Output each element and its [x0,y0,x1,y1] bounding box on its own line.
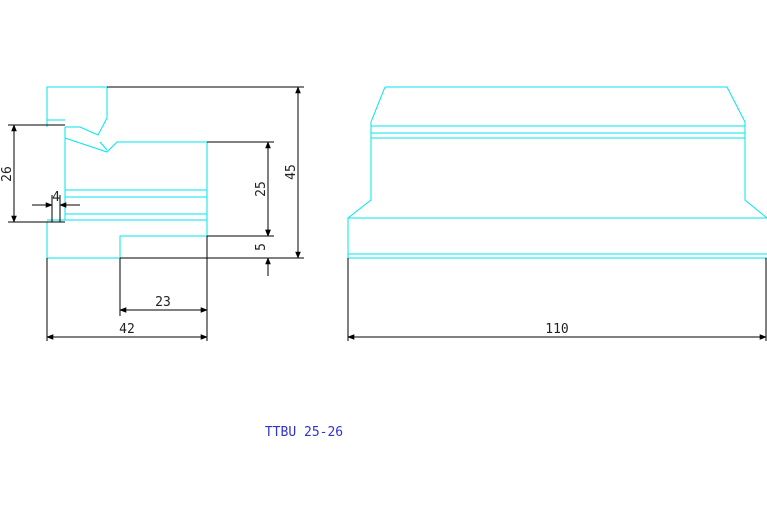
dim-4-label: 4 [52,190,60,205]
side-view-dimensions [8,86,304,341]
drawing-title: TTBU 25-26 [265,425,343,440]
dim-26-label: 26 [0,166,15,182]
dim-23-label: 23 [155,295,171,310]
dim-5-label: 5 [254,243,269,251]
dim-25-label: 25 [254,181,269,197]
front-view-profile [347,86,767,259]
front-view-dimensions [347,258,767,341]
dim-45-label: 45 [284,164,299,180]
dim-42-label: 42 [119,322,135,337]
side-view-profile [46,86,208,259]
dim-110-label: 110 [545,322,568,337]
